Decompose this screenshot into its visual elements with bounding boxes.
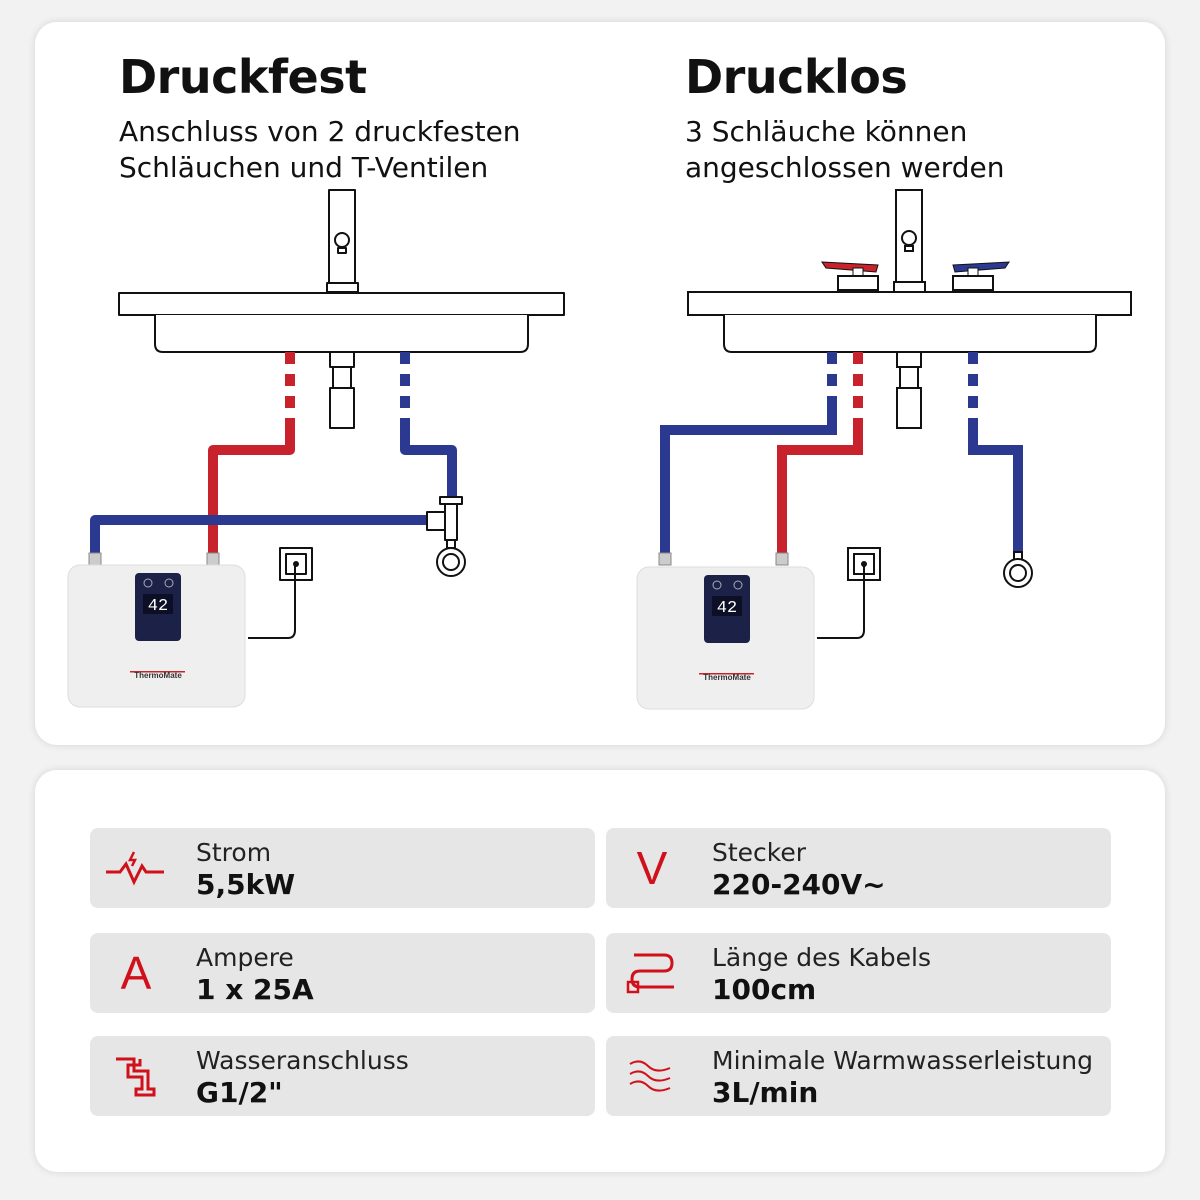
left-title: Druckfest	[119, 50, 367, 104]
left-diagram: 42 ThermoMate	[67, 189, 565, 708]
outlet-hose	[968, 420, 1023, 555]
water-heater: 42 ThermoMate	[67, 564, 246, 708]
sink-basin	[723, 315, 1097, 353]
spec-wasseranschluss: Wasseranschluss G1/2"	[90, 1036, 595, 1116]
installation-diagrams: 42 ThermoMate 42 ThermoMate	[67, 189, 1132, 710]
spec-value: 3L/min	[712, 1076, 819, 1109]
cold-water-hose	[660, 405, 837, 555]
spec-warmwasserleistung: Minimale Warmwasserleistung 3L/min	[606, 1036, 1111, 1116]
hot-water-hose	[208, 420, 295, 555]
left-subtitle-line1: Anschluss von 2 druckfesten	[119, 115, 521, 148]
drain-trap	[896, 351, 922, 429]
heater-display-value: 42	[717, 599, 737, 618]
spec-ampere: A Ampere 1 x 25A	[90, 933, 595, 1013]
heat-waves-icon	[620, 1050, 684, 1102]
right-subtitle-line2: angeschlossen werden	[685, 151, 1005, 184]
cold-tap-icon	[952, 261, 1010, 291]
faucet-icon	[326, 189, 359, 293]
heater-brand: ThermoMate	[703, 673, 751, 682]
spec-label: Minimale Warmwasserleistung	[712, 1046, 1094, 1075]
right-diagram: 42 ThermoMate	[636, 189, 1132, 710]
spec-stecker: V Stecker 220-240V~	[606, 828, 1111, 908]
right-subtitle-line1: 3 Schläuche können	[685, 115, 968, 148]
faucet-icon	[893, 189, 926, 293]
spec-value: 220-240V~	[712, 868, 886, 901]
heater-brand: ThermoMate	[134, 671, 182, 680]
power-cable	[817, 564, 865, 639]
sink-basin	[154, 315, 529, 353]
valve-ring-icon	[1003, 551, 1033, 588]
power-cable	[248, 564, 296, 639]
sink-countertop	[687, 291, 1132, 316]
spec-label: Strom	[196, 838, 272, 867]
spec-label: Stecker	[712, 838, 807, 867]
water-heater: 42 ThermoMate	[636, 566, 815, 710]
spec-label: Länge des Kabels	[712, 943, 932, 972]
drain-trap	[329, 351, 355, 429]
cold-water-hose	[400, 420, 457, 505]
pulse-bolt-icon	[104, 842, 168, 894]
hot-tap-icon	[821, 261, 879, 291]
spec-label: Wasseranschluss	[196, 1046, 409, 1075]
spec-kabel: Länge des Kabels 100cm	[606, 933, 1111, 1013]
sink-countertop	[118, 292, 565, 316]
right-title: Drucklos	[685, 50, 908, 104]
spec-value: 5,5kW	[196, 868, 296, 901]
heater-display-value: 42	[148, 597, 168, 616]
hot-water-hose	[777, 425, 863, 555]
spec-value: 1 x 25A	[196, 973, 314, 1006]
left-subtitle-line2: Schläuchen und T-Ventilen	[119, 151, 489, 184]
spec-strom: Strom 5,5kW	[90, 828, 595, 908]
spec-value: G1/2"	[196, 1076, 283, 1109]
pipe-fitting-icon	[104, 1050, 168, 1102]
spec-label: Ampere	[196, 943, 294, 972]
t-valve-icon	[426, 496, 466, 577]
letter-a-icon: A	[120, 947, 152, 999]
letter-v-icon: V	[636, 842, 668, 894]
spec-value: 100cm	[712, 973, 817, 1006]
cable-plug-icon	[620, 947, 684, 999]
